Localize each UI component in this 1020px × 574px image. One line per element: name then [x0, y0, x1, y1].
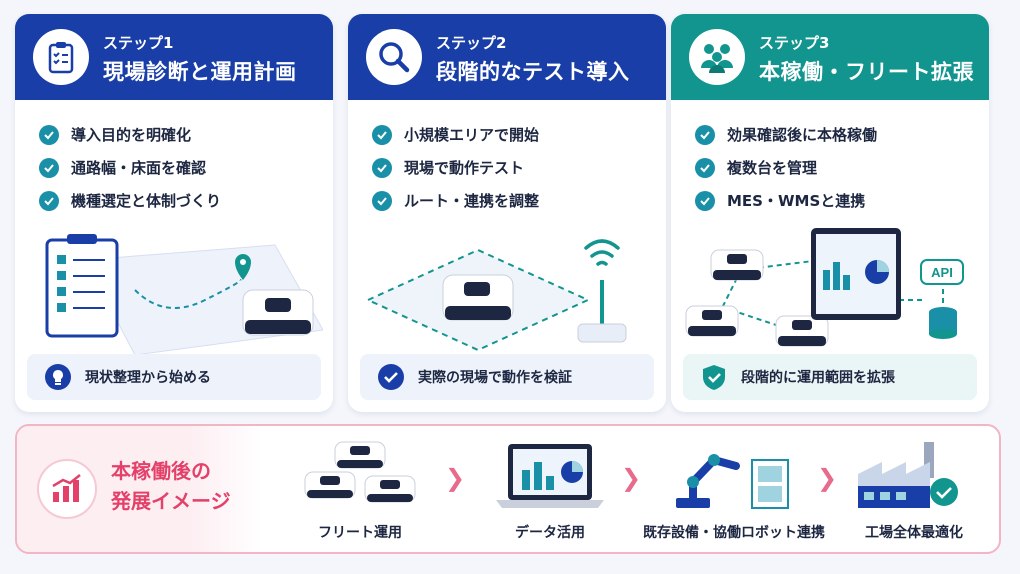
check-item-label: 機種選定と体制づくり	[71, 192, 222, 210]
chevron-right-icon: ❯	[817, 464, 838, 492]
shield-check-icon	[699, 362, 729, 392]
stage-factory: 工場全体最適化	[829, 436, 999, 546]
check-item-label: 導入目的を明確化	[71, 126, 192, 144]
step-label: ステップ1	[103, 34, 174, 52]
check-item-label: ルート・連携を調整	[404, 192, 540, 210]
check-icon	[39, 124, 59, 145]
site-survey-illustration	[45, 234, 323, 356]
step-title: 段階的なテスト導入	[436, 60, 630, 84]
step-label: ステップ2	[436, 34, 507, 52]
step-footer: 実際の現場で動作を検証	[360, 354, 654, 400]
step-footer: 現状整理から始める	[27, 354, 321, 400]
step-label: ステップ3	[759, 34, 830, 52]
collaborative-robot-icon	[676, 454, 789, 509]
check-item: ルート・連携を調整	[372, 184, 539, 217]
checklist: 効果確認後に本格稼働 複数台を管理 MES・WMSと連携	[695, 118, 877, 217]
stage-label: 工場全体最適化	[865, 525, 963, 541]
check-icon	[39, 157, 59, 178]
future-vision-band: 本稼働後の 発展イメージ フリート運用 ❯ データ活用 ❯ 既存設備・協働ロ	[15, 424, 1001, 554]
step-title: 本稼働・フリート拡張	[759, 60, 974, 84]
check-item-label: 通路幅・床面を確認	[71, 159, 207, 177]
growth-chart-icon	[37, 459, 97, 519]
stage-fleet: フリート運用	[275, 436, 445, 546]
clipboard-icon	[33, 29, 89, 85]
team-icon	[689, 29, 745, 85]
step-title: 現場診断と運用計画	[103, 60, 297, 84]
chevron-right-icon: ❯	[445, 464, 466, 492]
future-title-line1: 本稼働後の	[111, 459, 211, 483]
check-item-label: 現場で動作テスト	[404, 159, 525, 177]
check-item: MES・WMSと連携	[695, 184, 877, 217]
check-item-label: MES・WMSと連携	[727, 192, 866, 210]
robot-fleet-icon	[304, 441, 416, 503]
check-icon	[39, 190, 59, 211]
checklist: 小規模エリアで開始 現場で動作テスト ルート・連携を調整	[372, 118, 539, 217]
check-item: 導入目的を明確化	[39, 118, 221, 151]
check-icon	[695, 124, 715, 145]
stage-cobot: 既存設備・協働ロボット連携	[639, 436, 829, 546]
step-header-3: ステップ3 本稼働・フリート拡張	[671, 14, 989, 100]
step-card-1: ステップ1 現場診断と運用計画 導入目的を明確化 通路幅・床面を確認 機種選定と…	[15, 14, 333, 412]
check-icon	[372, 157, 392, 178]
step-card-2: ステップ2 段階的なテスト導入 小規模エリアで開始 現場で動作テスト ルート・連…	[348, 14, 666, 412]
check-item: 小規模エリアで開始	[372, 118, 539, 151]
step-card-3: ステップ3 本稼働・フリート拡張 効果確認後に本格稼働 複数台を管理 MES・W…	[671, 14, 989, 412]
step-footer: 段階的に運用範囲を拡張	[683, 354, 977, 400]
check-item-label: 効果確認後に本格稼働	[727, 126, 878, 144]
factory-icon	[858, 442, 958, 508]
api-label: API	[931, 265, 953, 280]
step-footer-label: 段階的に運用範囲を拡張	[741, 370, 895, 386]
future-vision-heading: 本稼働後の 発展イメージ	[17, 426, 263, 552]
check-item: 効果確認後に本格稼働	[695, 118, 877, 151]
step-header-1: ステップ1 現場診断と運用計画	[15, 14, 333, 100]
chevron-right-icon: ❯	[621, 464, 642, 492]
test-area-illustration	[365, 239, 627, 352]
future-title-line2: 発展イメージ	[111, 489, 231, 513]
stage-label: フリート運用	[318, 525, 402, 541]
checklist: 導入目的を明確化 通路幅・床面を確認 機種選定と体制づくり	[39, 118, 221, 217]
check-icon	[695, 157, 715, 178]
fleet-integration-illustration: API	[685, 228, 964, 347]
check-item: 通路幅・床面を確認	[39, 151, 221, 184]
check-icon	[372, 190, 392, 211]
check-item: 現場で動作テスト	[372, 151, 539, 184]
laptop-analytics-icon	[496, 444, 604, 508]
check-circle-icon	[376, 362, 406, 392]
check-item: 複数台を管理	[695, 151, 877, 184]
lightbulb-icon	[43, 362, 73, 392]
check-icon	[695, 190, 715, 211]
stage-data: データ活用	[465, 436, 635, 546]
check-icon	[372, 124, 392, 145]
step-footer-label: 現状整理から始める	[85, 370, 211, 386]
step-header-2: ステップ2 段階的なテスト導入	[348, 14, 666, 100]
magnifier-icon	[366, 29, 422, 85]
check-item-label: 複数台を管理	[727, 159, 818, 177]
stage-label: 既存設備・協働ロボット連携	[643, 525, 825, 541]
check-item-label: 小規模エリアで開始	[404, 126, 540, 144]
check-item: 機種選定と体制づくり	[39, 184, 221, 217]
step-footer-label: 実際の現場で動作を検証	[418, 370, 572, 386]
stage-label: データ活用	[515, 525, 585, 541]
